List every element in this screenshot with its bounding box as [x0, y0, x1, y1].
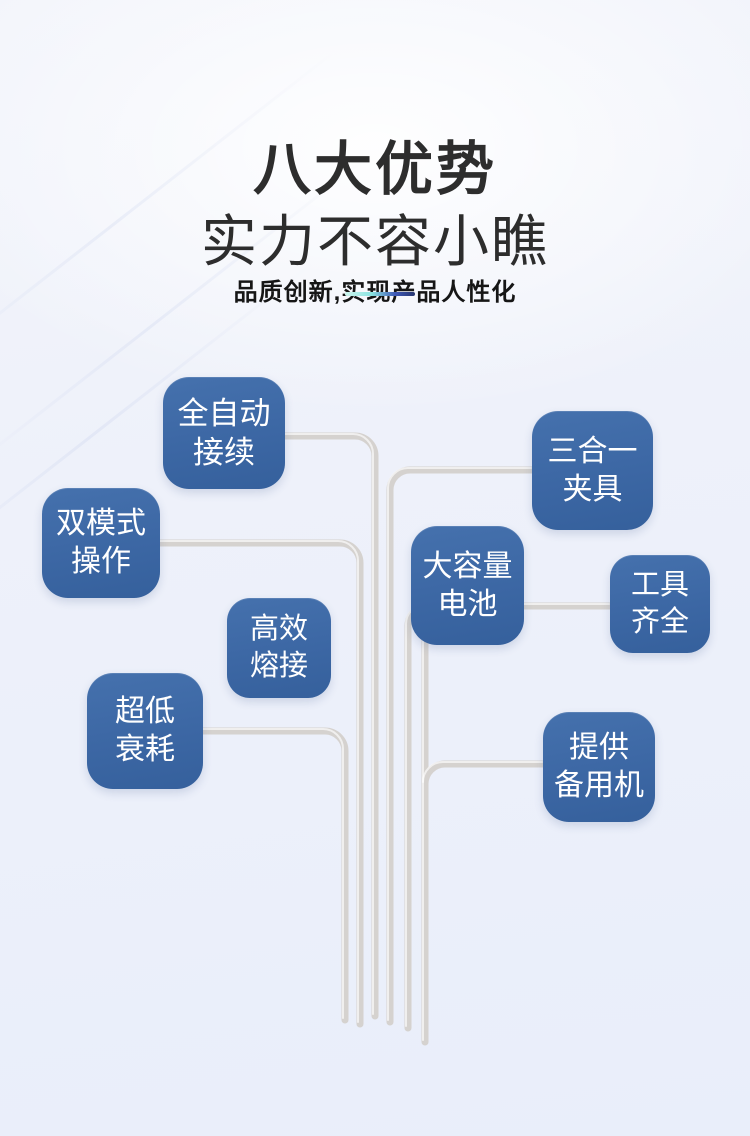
advantage-card-large-battery: 大容量 电池: [411, 526, 524, 645]
advantage-label-line: 高效: [249, 613, 308, 646]
connector-three-in-one: [386, 466, 537, 1026]
advantage-label-line: 超低: [115, 695, 175, 729]
advantage-card-efficient-fusion: 高效 熔接: [227, 598, 331, 698]
advantage-card-complete-tools: 工具 齐全: [610, 555, 710, 653]
advantage-label-line: 操作: [71, 545, 131, 578]
advantage-label-line: 熔接: [249, 650, 308, 682]
advantage-label-line: 三合一: [547, 434, 638, 468]
advantage-label-line: 提供: [569, 731, 629, 765]
advantage-card-ultra-low-loss: 超低 衰耗: [87, 673, 203, 789]
connector-ultra-low-loss: [198, 727, 349, 1024]
advantage-card-backup-machine: 提供 备用机: [543, 712, 655, 822]
advantage-label-line: 衰耗: [115, 733, 175, 766]
advantage-label-line: 夹具: [562, 472, 623, 506]
page-subtitle: 实力不容小瞧: [201, 210, 549, 274]
advantage-label-line: 双模式: [56, 507, 146, 541]
advantage-label-line: 全自动: [177, 395, 271, 431]
advantage-card-dual-mode: 双模式 操作: [42, 488, 160, 598]
accent-underline: [345, 292, 415, 296]
advantage-label-line: 齐全: [630, 606, 689, 638]
connector-backup-machine: [421, 760, 548, 788]
page-title: 八大优势: [252, 136, 497, 202]
advantage-card-three-in-one-clamp: 三合一 夹具: [532, 411, 653, 530]
advantage-label-line: 备用机: [554, 769, 644, 802]
advantage-label-line: 电池: [437, 587, 498, 621]
advantage-card-auto-splicing: 全自动 接续: [163, 377, 285, 489]
advantage-label-line: 大容量: [422, 549, 513, 583]
advantage-label-line: 工具: [630, 569, 689, 602]
advantage-label-line: 接续: [193, 435, 255, 470]
